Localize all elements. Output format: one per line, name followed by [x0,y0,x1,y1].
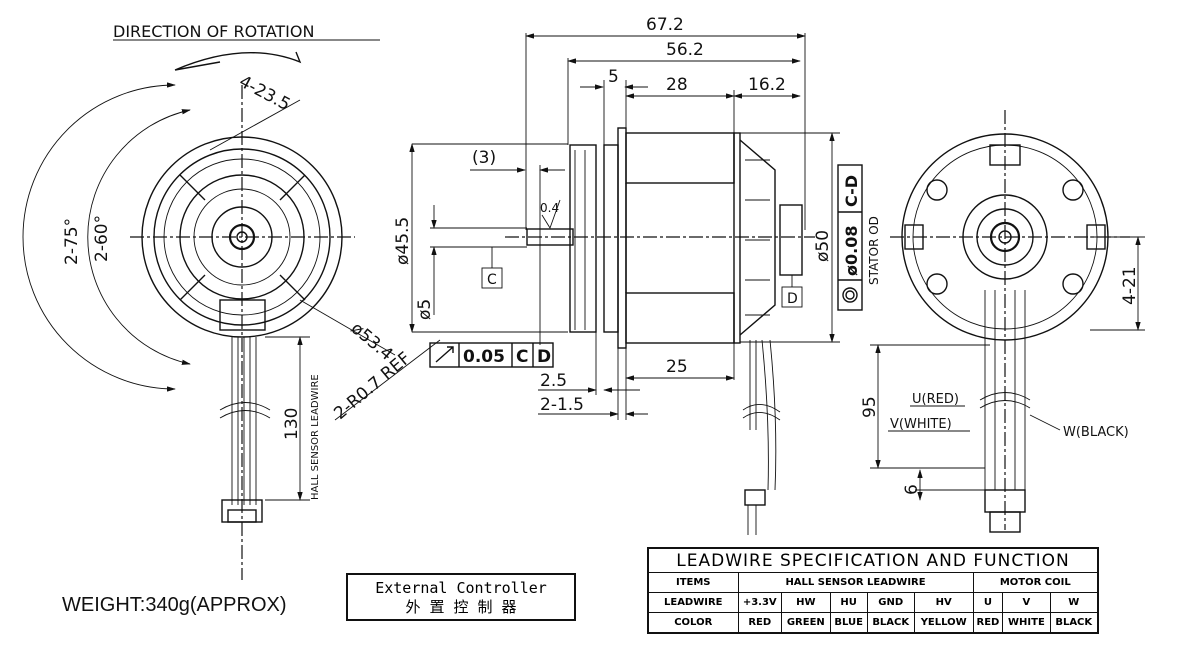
table-cell: W [1049,592,1099,613]
dia-50: ø50 [813,230,833,262]
items-label: ITEMS [647,572,739,593]
stator-od-note: STATOR OD [867,216,881,285]
leadwire-spec-table: LEADWIRE SPECIFICATION AND FUNCTION ITEM… [647,547,1099,634]
table-row: LEADWIRE +3.3V HW HU GND HV U V W [647,592,1099,613]
hall-length: 130 [282,408,302,440]
weight-label: WEIGHT:340g(APPROX) [62,594,287,616]
runout-arrow-icon [435,346,454,363]
concentricity-frame: ø0.08 C-D STATOR OD [837,164,881,311]
dim-3: (3) [472,148,496,168]
angle-outer: 2-75° [62,218,82,265]
external-controller-zh: 外 置 控 制 器 [405,598,517,616]
hall-label: HALL SENSOR LEADWIRE [310,374,321,500]
datum-d-box [781,286,803,308]
dim-5: 5 [608,67,619,87]
rotor-cap [569,144,597,333]
table-title: LEADWIRE SPECIFICATION AND FUNCTION [647,547,1099,573]
strip-length: 6 [902,484,922,495]
table-cell: YELLOW [913,612,974,634]
dia-5: ø5 [415,299,435,320]
table-cell: GREEN [781,612,831,634]
table-cell: HU [829,592,868,613]
hall-connector [227,509,257,523]
group-motor: MOTOR COIL [972,572,1099,593]
dia-45-5: ø45.5 [393,217,413,265]
holes-dim: 4-23.5 [236,72,294,115]
table-cell: HW [781,592,831,613]
concentricity-icon [842,287,858,303]
datum-d: D [787,291,798,307]
direction-label: DIRECTION OF ROTATION [113,22,314,41]
table-cell: HV [913,592,974,613]
runout-value: 0.05 [463,347,505,367]
coil-connector [989,511,1021,533]
table-cell: WHITE [1002,612,1051,634]
holes-4-21: 4-21 [1120,266,1140,305]
radius-dim: 2-R0.7 REF [330,348,415,423]
runout-tolerance-frame: 0.05 C D [429,342,554,368]
wire-u: U(RED) [912,392,959,407]
table-cell: V [1002,592,1051,613]
concentric-value: ø0.08 [842,226,861,276]
dim-2-1-5: 2-1.5 [540,395,584,415]
wire-w: W(BLACK) [1063,425,1129,440]
front-view: DIRECTION OF ROTATION 2-75° 2-60° 4-23.5… [22,22,441,580]
table-cell: BLACK [866,612,915,634]
table-row: COLOR RED GREEN BLUE BLACK YELLOW RED WH… [647,612,1099,634]
dim-56-2: 56.2 [666,40,704,60]
table-cell: RED [972,612,1004,634]
rotation-arrow-icon [174,51,302,71]
runout-datum2: D [537,347,551,367]
table-cell: RED [737,612,782,634]
external-controller-en: External Controller [375,579,547,597]
table-cell: +3.3V [737,592,782,613]
wire-v: V(WHITE) [890,417,952,432]
external-controller-box: External Controller 外 置 控 制 器 [346,573,576,621]
shaft [526,228,574,246]
rear-view: 4-21 95 6 U(RED) V(WHITE) W(BLACK) [860,110,1145,533]
side-view: 67.2 56.2 5 28 16.2 (3) 0.4 ø45.5 ø5 C [393,15,881,535]
lead-length: 95 [860,396,880,418]
datum-c: C [487,272,497,288]
color-label: COLOR [647,612,739,634]
table-cell: GND [866,592,915,613]
angle-inner: 2-60° [92,215,112,262]
roughness-icon [541,199,561,230]
dim-2-5: 2.5 [540,371,567,391]
table-cell: BLUE [829,612,868,634]
dim-25: 25 [666,357,688,377]
table-cell: U [972,592,1004,613]
group-hall: HALL SENSOR LEADWIRE [737,572,974,593]
concentric-datums: C-D [842,175,861,207]
table-cell: BLACK [1049,612,1099,634]
datum-c-box [481,267,503,289]
dim-28: 28 [666,75,688,95]
leadwire-label: LEADWIRE [647,592,739,613]
roughness: 0.4 [540,201,559,215]
dim-16-2: 16.2 [748,75,786,95]
runout-datum1: C [516,347,528,367]
dim-67-2: 67.2 [646,15,684,35]
